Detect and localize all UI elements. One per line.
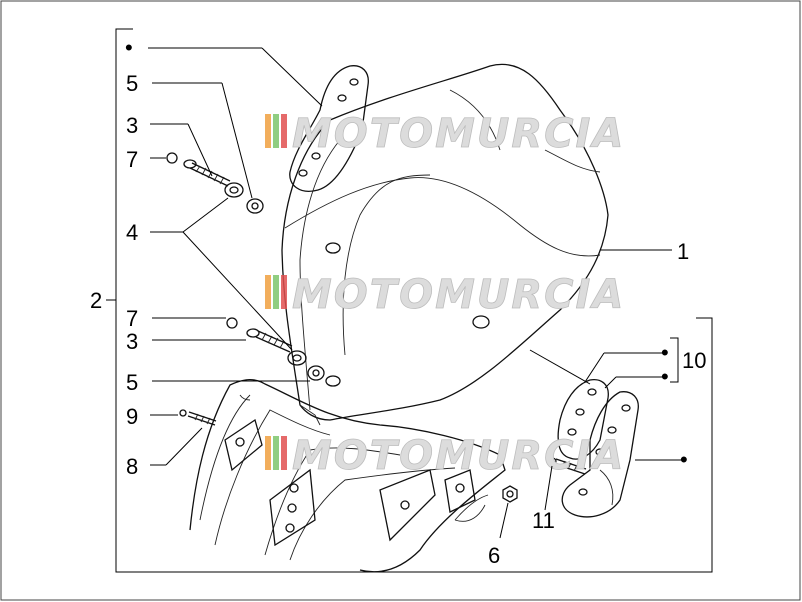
label-part-5-top: 5: [126, 71, 138, 96]
screen-mount-hole-low: [325, 375, 341, 387]
label-part-7-top: 7: [126, 147, 138, 172]
watermark-text-top: MOTOMURCIA: [292, 111, 625, 157]
windscreen-part: [281, 63, 609, 426]
label-part-5-mid: 5: [126, 370, 138, 395]
watermark-bottom: MOTOMURCIA: [265, 433, 625, 479]
top-bracket-part: [289, 65, 369, 192]
label-dot-top: •: [125, 35, 133, 60]
label-part-3-top: 3: [126, 113, 138, 138]
screw-8-9-set: [179, 409, 217, 426]
nut-6-part: [502, 485, 518, 503]
fairing-mount-right: [379, 469, 436, 542]
watermark-mid: MOTOMURCIA: [265, 272, 625, 318]
label-part-11: 11: [532, 508, 555, 533]
label-part-9: 9: [126, 404, 138, 429]
label-part-7-mid: 7: [126, 306, 138, 331]
label-part-8: 8: [126, 454, 138, 479]
label-dot-10a: •: [661, 340, 669, 365]
leader-lines: [106, 47, 683, 539]
front-fairing-part: [189, 378, 506, 573]
watermark-text-bottom: MOTOMURCIA: [292, 433, 625, 479]
label-part-10: 10: [682, 348, 706, 373]
callout-labels: • 5 3 7 4 2 7 3 5 9 8 1 10 • • • 11 6: [90, 35, 706, 568]
grommet-4-top: [224, 182, 244, 198]
right-bracket-part: [557, 379, 639, 518]
cap-7-top: [166, 152, 178, 164]
fairing-mount-left: [224, 418, 263, 472]
washer-5-mid: [307, 365, 325, 381]
label-part-2: 2: [90, 288, 102, 313]
fairing-mount-center: [269, 468, 316, 547]
top-screw-set: [166, 152, 264, 214]
watermark-text-mid: MOTOMURCIA: [292, 272, 625, 318]
label-part-3-mid: 3: [126, 329, 138, 354]
screen-mount-hole-top: [325, 242, 341, 254]
label-dot-10b: •: [661, 364, 669, 389]
label-part-6: 6: [488, 543, 500, 568]
washer-5-top: [246, 198, 264, 214]
screw-11-part: [547, 457, 587, 475]
screen-mount-hole-mid: [472, 315, 490, 329]
assembly-bracket: [115, 28, 713, 573]
watermark-top: MOTOMURCIA: [265, 111, 625, 157]
grommet-4-mid: [287, 350, 307, 366]
mid-screw-set: [226, 317, 325, 381]
cap-7-mid: [226, 317, 238, 329]
label-part-1: 1: [677, 239, 689, 264]
label-dot-right: •: [680, 447, 688, 472]
label-part-4: 4: [126, 220, 138, 245]
